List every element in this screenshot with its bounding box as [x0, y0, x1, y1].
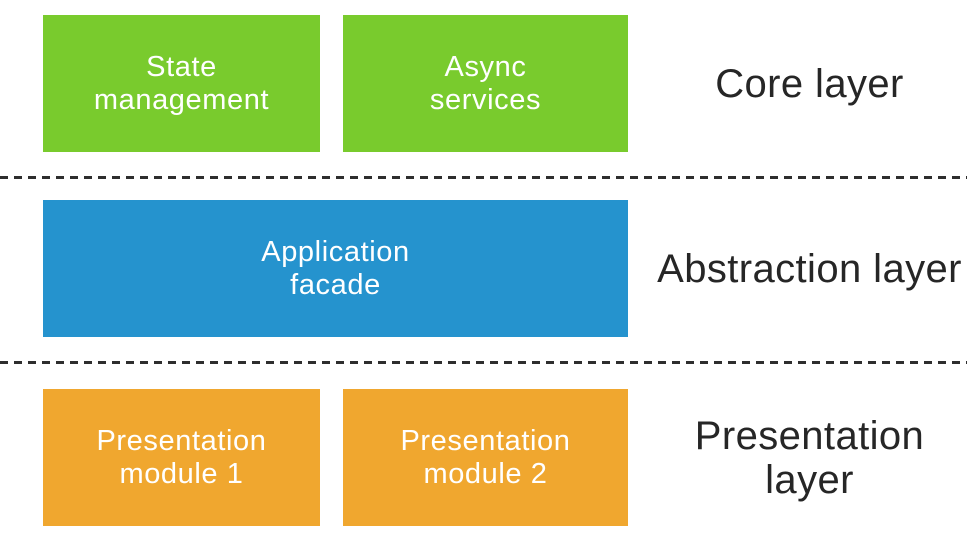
label-presentation-layer: Presentation layer — [652, 389, 967, 526]
box-text-line: State — [146, 50, 217, 83]
box-state-management: State management — [43, 15, 320, 152]
box-application-facade: Application facade — [43, 200, 628, 337]
box-text-line: module 1 — [119, 457, 244, 490]
box-text-line: Application — [261, 235, 410, 268]
box-text-line: Presentation — [400, 424, 571, 457]
label-abstraction-layer: Abstraction layer — [652, 200, 967, 337]
box-text-line: module 2 — [423, 457, 548, 490]
box-text-line: Async — [444, 50, 527, 83]
label-core-layer: Core layer — [652, 15, 967, 152]
box-text-line: management — [93, 83, 270, 116]
box-text-line: facade — [290, 268, 381, 301]
box-text-line: services — [429, 83, 542, 116]
layer-label-text: Presentation layer — [694, 413, 925, 502]
box-async-services: Async services — [343, 15, 628, 152]
box-text-line: Presentation — [96, 424, 267, 457]
layer-label-text: Abstraction layer — [657, 246, 962, 291]
box-presentation-module-2: Presentation module 2 — [343, 389, 628, 526]
box-presentation-module-1: Presentation module 1 — [43, 389, 320, 526]
divider-core-abstraction — [0, 176, 967, 179]
layer-label-text: Core layer — [715, 61, 904, 106]
divider-abstraction-presentation — [0, 361, 967, 364]
